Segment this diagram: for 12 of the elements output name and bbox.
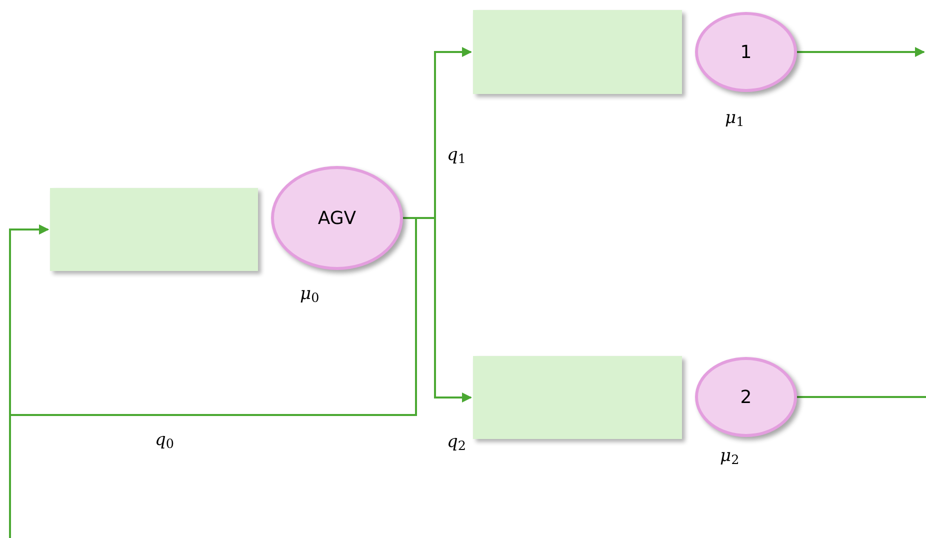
server-ellipse: 2 [695, 357, 797, 437]
service-rate-label: μ$_{0}$ [300, 283, 320, 308]
service-rate-label: μ$_{2}$ [720, 445, 740, 470]
queue-box [473, 10, 682, 94]
queue-box [473, 356, 682, 439]
server-ellipse: 1 [695, 12, 797, 92]
server-ellipse: AGV [271, 166, 403, 270]
arrow [797, 47, 925, 57]
service-rate-label: μ$_{1}$ [725, 107, 744, 132]
arrow [9, 217, 417, 416]
arrow [403, 217, 472, 402]
queue-box [50, 188, 258, 271]
